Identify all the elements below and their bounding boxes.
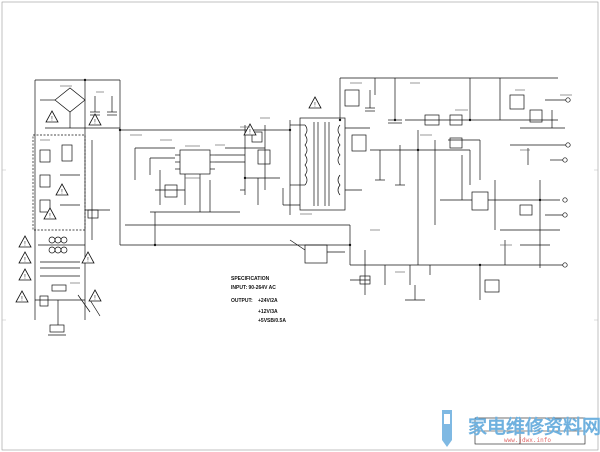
- junction-dots: [83, 78, 542, 267]
- component-labels: [40, 82, 572, 284]
- warning-triangle-icon: [45, 110, 59, 124]
- warning-triangle-icon: [88, 289, 102, 303]
- warning-triangle-icon: [18, 268, 32, 282]
- warning-triangle-icon: [43, 207, 57, 221]
- spec-output-24v: +24V/2A: [258, 298, 278, 304]
- warning-triangle-icon: [55, 183, 69, 197]
- title-block: [474, 417, 586, 445]
- warning-triangle-icon: [18, 251, 32, 265]
- border-ticks: [2, 169, 598, 321]
- output-terminals: [562, 97, 571, 268]
- warning-triangle-icon: [88, 113, 102, 127]
- spec-output-5vsb: +5VSB/0.5A: [258, 318, 286, 324]
- spec-output-label: OUTPUT:: [231, 298, 253, 304]
- wiring: [32, 77, 568, 336]
- warning-triangle-icon: [18, 235, 32, 249]
- warning-triangle-icon: [308, 96, 322, 110]
- watermark-url: www.jdwx.info: [504, 437, 551, 444]
- spec-title: SPECIFICATION: [231, 276, 270, 282]
- pen-logo-icon: [442, 410, 452, 447]
- warning-triangle-icon: [81, 251, 95, 265]
- spec-input: INPUT: 90-264V AC: [231, 285, 276, 291]
- spec-output-12v: +12V/3A: [258, 309, 278, 315]
- watermark-text: 家电维修资料网: [468, 416, 600, 438]
- warning-triangle-icon: [15, 290, 29, 304]
